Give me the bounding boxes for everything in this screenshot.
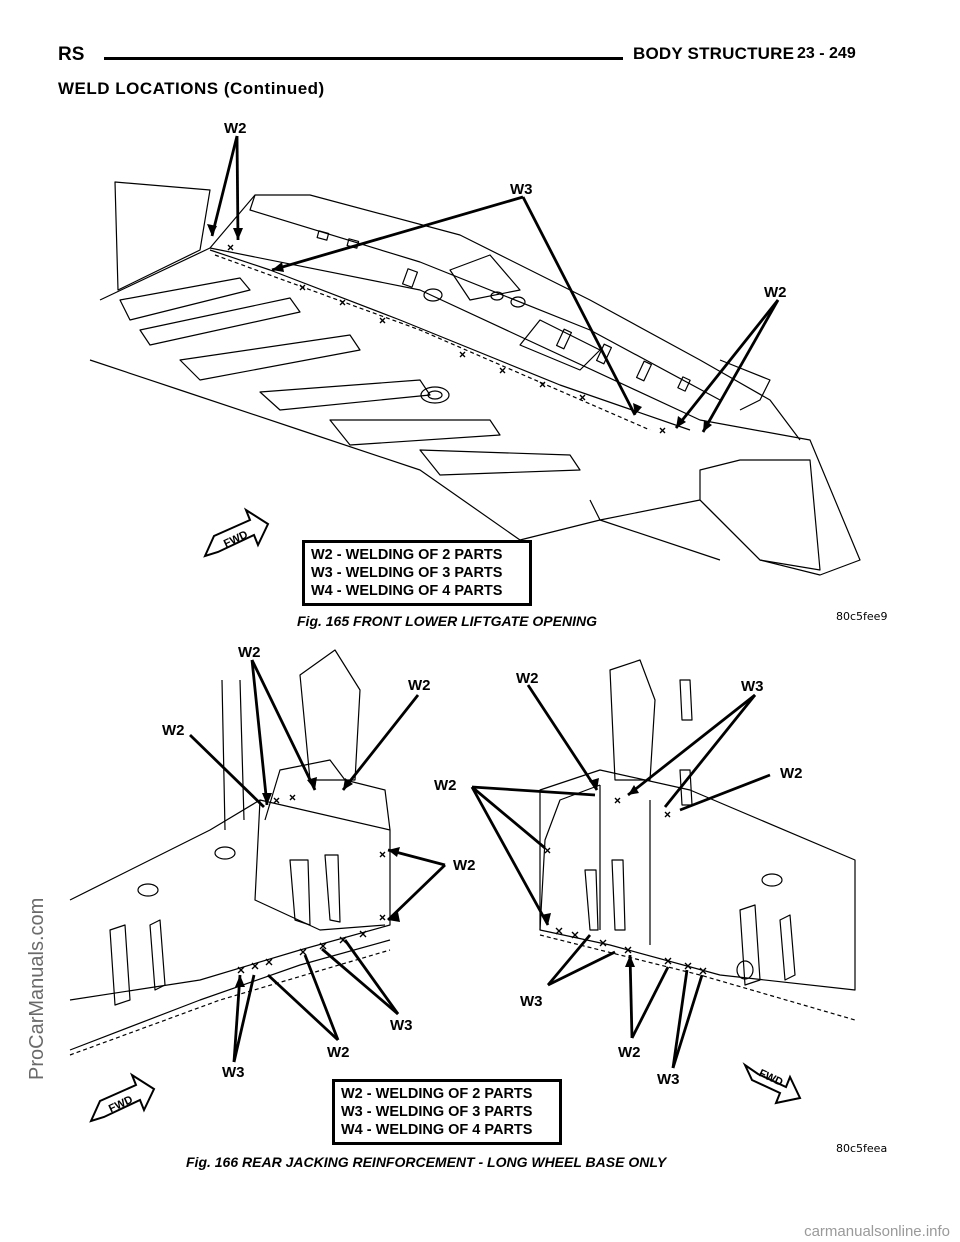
callout-label: W2: [238, 644, 261, 661]
callout-label: W2: [224, 120, 247, 137]
legend-entry: W3 - WELDING OF 3 PARTS: [341, 1104, 533, 1120]
fwd-arrow-fig166-left: FWD: [89, 1072, 156, 1123]
callout-label: W3: [222, 1064, 245, 1081]
callout-label: W2: [516, 670, 539, 687]
callout-label: W3: [741, 678, 764, 695]
header-section-code: RS: [58, 44, 85, 65]
callout-label: W3: [657, 1071, 680, 1088]
legend-entry: W4 - WELDING OF 4 PARTS: [341, 1122, 533, 1138]
callout-label: W2: [162, 722, 185, 739]
callout-label: W2: [408, 677, 431, 694]
callout-label: W3: [520, 993, 543, 1010]
figure-caption: Fig. 166 REAR JACKING REINFORCEMENT - LO…: [186, 1154, 667, 1170]
leader-lines: [189, 135, 780, 1069]
figure-id: 80c5feea: [836, 1142, 888, 1155]
footer-watermark: carmanualsonline.info: [804, 1223, 950, 1240]
callout-labels: W2 W3 W2 W2 W2 W2 W2 W3 W2 W3 W2 W3 W2 W…: [162, 120, 803, 1088]
fig165-drawing: [89, 181, 861, 576]
legend-entry: W2 - WELDING OF 2 PARTS: [311, 547, 503, 563]
callout-label: W3: [510, 181, 533, 198]
callout-label: W2: [434, 777, 457, 794]
fwd-arrow-fig166-right: FWD: [742, 1062, 802, 1105]
header-rule: [104, 57, 623, 60]
fig166-right-drawing: [539, 659, 856, 1021]
fig166-left-drawing: [69, 649, 391, 1056]
legend-entry: W2 - WELDING OF 2 PARTS: [341, 1086, 533, 1102]
figure-caption: Fig. 165 FRONT LOWER LIFTGATE OPENING: [297, 613, 597, 629]
fwd-arrow-fig165: FWD: [203, 507, 270, 558]
figure-id: 80c5fee9: [836, 610, 888, 623]
callout-label: W2: [618, 1044, 641, 1061]
callout-label: W2: [780, 765, 803, 782]
callout-label: W3: [390, 1017, 413, 1034]
arrowheads: [207, 224, 712, 987]
header-title: BODY STRUCTURE: [633, 44, 795, 63]
callout-label: W2: [327, 1044, 350, 1061]
weld-legend: W2 - WELDING OF 2 PARTS W3 - WELDING OF …: [332, 1079, 562, 1145]
legend-entry: W4 - WELDING OF 4 PARTS: [311, 583, 503, 599]
section-title: WELD LOCATIONS (Continued): [58, 79, 325, 98]
weld-legend: W2 - WELDING OF 2 PARTS W3 - WELDING OF …: [302, 540, 532, 606]
page-number: 23 - 249: [797, 45, 856, 62]
callout-label: W2: [764, 284, 787, 301]
callout-label: W2: [453, 857, 476, 874]
legend-entry: W3 - WELDING OF 3 PARTS: [311, 565, 503, 581]
